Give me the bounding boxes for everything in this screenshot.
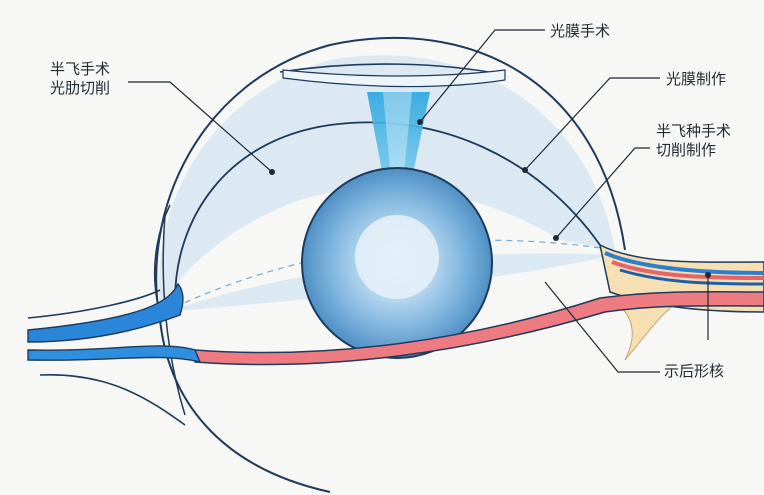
cornea-inner-line [174, 121, 601, 301]
artery-right-1 [611, 260, 764, 280]
leader-right-upper [524, 77, 660, 171]
leader-dots [269, 119, 711, 278]
vein-right-2 [619, 268, 764, 286]
outer-left-upper [27, 289, 161, 319]
label-right-lower: 示后形核 [664, 362, 725, 380]
label-top-left-line2: 光肋切削 [50, 79, 111, 97]
leader-lines [128, 29, 709, 373]
pupil [355, 215, 439, 299]
leader-right-lower [544, 281, 660, 373]
label-top-left-line1: 半飞手术 [50, 60, 111, 78]
label-top-center: 光膜手术 [550, 22, 611, 40]
sclera-lower [159, 319, 331, 493]
lens-dashed [164, 239, 616, 313]
label-right-middle-line2: 切削制作 [656, 141, 717, 159]
vein-left-lower [27, 345, 202, 364]
nerve-branch [609, 299, 682, 361]
cornea-surface [282, 69, 506, 88]
vein-left-main [27, 282, 184, 343]
leader-top-left [128, 81, 273, 173]
sclera-lower-outer [39, 374, 186, 426]
leader-right-middle [555, 147, 650, 239]
label-right-middle: 半飞种手术 切削制作 [656, 122, 731, 160]
label-right-middle-line1: 半飞种手术 [656, 122, 732, 140]
sclera-outer [155, 37, 626, 321]
label-right-upper: 光膜制作 [666, 70, 727, 88]
choroid-line [153, 204, 171, 301]
cornea-arc-top [279, 63, 506, 76]
artery-main [194, 291, 764, 366]
vein-right-1 [604, 251, 764, 275]
leader-top-center [419, 29, 545, 123]
label-top-left: 半飞手术 光肋切削 [50, 60, 110, 98]
